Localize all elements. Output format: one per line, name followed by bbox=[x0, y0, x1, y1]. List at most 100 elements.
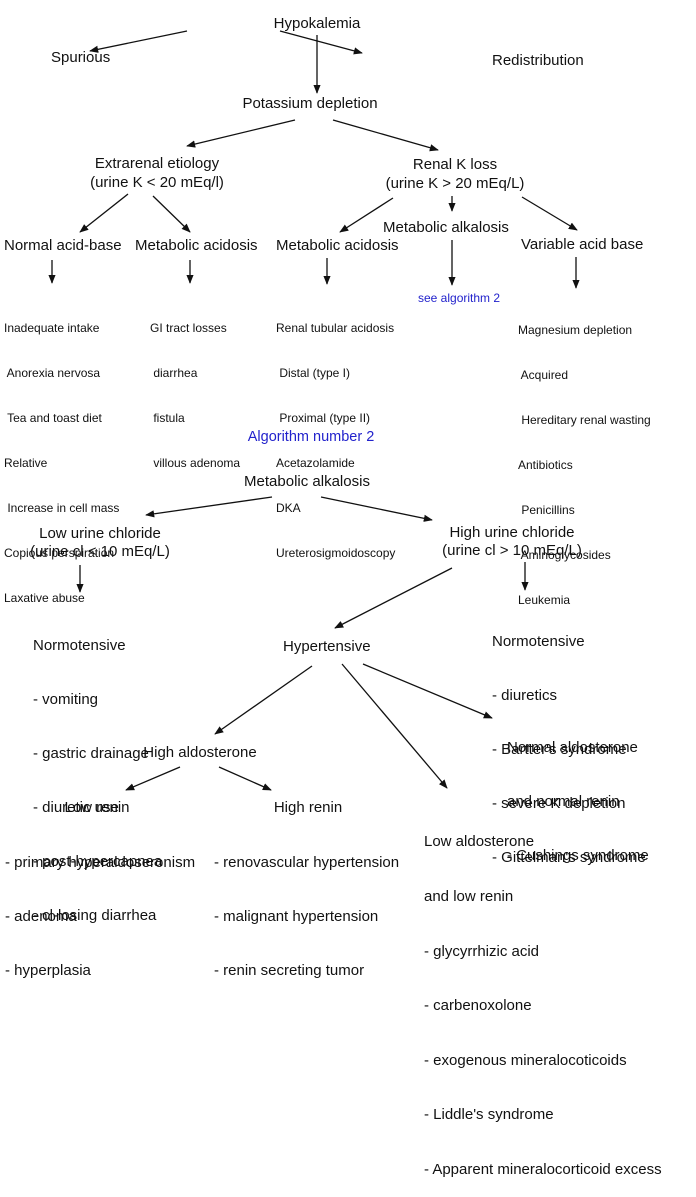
list-item: Laxative abuse bbox=[4, 591, 85, 605]
node-normal-acid-base: Normal acid-base bbox=[4, 237, 122, 254]
list-title: Normotensive bbox=[33, 637, 126, 654]
list-item: Anorexia nervosa bbox=[4, 366, 101, 380]
node-low-aldosterone-renin: Low aldosterone and low renin - glycyrrh… bbox=[424, 797, 662, 1197]
list-renal-acidosis-causes: Renal tubular acidosis Distal (type I) P… bbox=[276, 291, 395, 576]
arrow-alk-high-cl bbox=[320, 496, 433, 522]
list-item: - cl-losing diarrhea bbox=[33, 907, 157, 924]
list-high-renin-causes: - renovascular hypertension - malignant … bbox=[214, 818, 399, 998]
list-item: Antibiotics bbox=[518, 458, 573, 472]
node-renal-criterion: (urine K > 20 mEq/L) bbox=[385, 175, 525, 192]
node-low-renin: Low renin bbox=[64, 799, 130, 816]
list-item: Aminoglycosides bbox=[518, 548, 611, 562]
list-item: Acetazolamide bbox=[276, 456, 355, 470]
node-extrarenal-metabolic-acidosis: Metabolic acidosis bbox=[135, 237, 258, 254]
node-low-chloride-title: Low urine chloride bbox=[39, 525, 161, 542]
list-item: - malignant hypertension bbox=[214, 908, 379, 925]
list-item: - gastric drainage bbox=[33, 745, 149, 762]
arrow-extrarenal-acidosis bbox=[152, 195, 191, 233]
list-low-renin-causes: - primary hyperaldoseronism - adenoma - … bbox=[5, 818, 195, 998]
list-extrarenal-acidosis-causes: GI tract losses diarrhea fistula villous… bbox=[150, 291, 240, 486]
arrow-hyper-normalaldo bbox=[362, 663, 493, 719]
node-high-aldosterone: High aldosterone bbox=[143, 744, 257, 761]
list-item: Inadequate intake bbox=[4, 321, 100, 335]
list-item: Penicillins bbox=[518, 503, 575, 517]
list-item: fistula bbox=[150, 411, 185, 425]
list-item: Magnesium depletion bbox=[518, 323, 633, 337]
list-item: Relative bbox=[4, 456, 48, 470]
list-item: - Gittelman's syndrome bbox=[492, 849, 646, 866]
list-high-chloride-normotensive: Normotensive - diuretics - Bartter's syn… bbox=[492, 597, 646, 885]
arrow-depletion-renal bbox=[332, 119, 439, 152]
list-item: - vomiting bbox=[33, 691, 99, 708]
arrow-layer bbox=[48, 30, 580, 791]
node-low-chloride-criterion: (urine cl < 10 mEq/L) bbox=[30, 543, 170, 560]
list-title: Normotensive bbox=[492, 633, 585, 650]
node-metabolic-alkalosis: Metabolic alkalosis bbox=[244, 473, 370, 490]
list-item: - carbenoxolone bbox=[424, 997, 532, 1015]
arrow-hyper-lowaldo bbox=[341, 663, 448, 789]
node-variable-acid-base: Variable acid base bbox=[521, 236, 644, 253]
list-item: - Liddle's syndrome bbox=[424, 1106, 554, 1124]
list-item: - primary hyperaldoseronism bbox=[5, 854, 196, 871]
node-renal-title: Renal K loss bbox=[412, 156, 498, 173]
see-algorithm-2-link[interactable]: see algorithm 2 bbox=[418, 291, 501, 305]
list-item: - renovascular hypertension bbox=[214, 854, 400, 871]
arrow-hyper-highaldo bbox=[214, 665, 313, 735]
node-normal-aldosterone-renin: Normal aldosterone and normal renin - Cu… bbox=[507, 703, 649, 883]
list-variable-acid-base-causes: Magnesium depletion Acquired Hereditary … bbox=[518, 293, 651, 623]
node-renal-metabolic-alkalosis: Metabolic alkalosis bbox=[383, 219, 509, 236]
node-renal-metabolic-acidosis: Metabolic acidosis bbox=[276, 237, 399, 254]
list-item: - Bartter's syndrome bbox=[492, 741, 627, 758]
node-spurious: Spurious bbox=[51, 49, 111, 66]
list-item: - post-hypercapnea bbox=[33, 853, 163, 870]
list-item: GI tract losses bbox=[150, 321, 227, 335]
list-item: - hyperplasia bbox=[5, 962, 91, 979]
list-item: Tea and toast diet bbox=[4, 411, 102, 425]
list-item: - adenoma bbox=[5, 908, 77, 925]
list-item: DKA bbox=[276, 501, 301, 515]
list-item: - exogenous mineralocoticoids bbox=[424, 1051, 627, 1069]
arrow-highaldo-highrenin bbox=[218, 766, 272, 791]
arrow-highaldo-lowrenin bbox=[125, 766, 181, 791]
algorithm-2-heading: Algorithm number 2 bbox=[247, 429, 375, 445]
node-high-chloride-criterion: (urine cl > 10 mEq/L) bbox=[442, 542, 582, 559]
list-item: - Apparent mineralocorticoid excess bbox=[424, 1161, 662, 1179]
node-hypokalemia: Hypokalemia bbox=[273, 15, 361, 32]
node-hypertensive: Hypertensive bbox=[283, 638, 371, 655]
list-item: Copious perspiration bbox=[4, 546, 115, 560]
list-item: Acquired bbox=[518, 368, 569, 382]
list-item: - diuretic use bbox=[33, 799, 119, 816]
list-item: and normal renin bbox=[507, 793, 620, 810]
list-item: Ureterosigmoidoscopy bbox=[276, 546, 396, 560]
arrow-renal-acidosis bbox=[339, 197, 394, 233]
node-high-chloride-title: High urine chloride bbox=[449, 524, 575, 541]
node-redistribution: Redistribution bbox=[492, 52, 584, 69]
list-item: - renin secreting tumor bbox=[214, 962, 365, 979]
node-extrarenal-criterion: (urine K < 20 mEq/l) bbox=[90, 174, 224, 191]
list-item: Renal tubular acidosis bbox=[276, 321, 395, 335]
arrow-alk-low-cl bbox=[145, 496, 273, 518]
list-item: - Cushings syndrome bbox=[507, 847, 649, 864]
arrow-hypokalemia-spurious bbox=[89, 30, 188, 53]
list-item: - severe K depletion bbox=[492, 795, 626, 812]
list-item: Distal (type I) bbox=[276, 366, 351, 380]
list-item: diarrhea bbox=[150, 366, 198, 380]
node-potassium-depletion: Potassium depletion bbox=[242, 95, 378, 112]
list-item: Increase in cell mass bbox=[4, 501, 120, 515]
node-high-renin: High renin bbox=[273, 799, 343, 816]
arrow-hypokalemia-redistribution bbox=[279, 30, 363, 55]
list-item: villous adenoma bbox=[150, 456, 241, 470]
arrow-extrarenal-normal bbox=[79, 193, 129, 233]
arrow-depletion-extrarenal bbox=[186, 119, 296, 148]
arrow-highcl-hyper bbox=[334, 567, 453, 629]
arrow-renal-variable bbox=[521, 196, 578, 231]
list-item: Proximal (type II) bbox=[276, 411, 371, 425]
node-extrarenal-title: Extrarenal etiology bbox=[94, 155, 220, 172]
list-low-chloride-normotensive: Normotensive - vomiting - gastric draina… bbox=[33, 601, 162, 943]
list-item: - diuretics bbox=[492, 687, 558, 704]
list-item: and low renin bbox=[424, 888, 514, 906]
list-item: Low aldosterone bbox=[424, 833, 535, 851]
list-item: Normal aldosterone bbox=[507, 739, 638, 756]
list-item: - glycyrrhizic acid bbox=[424, 942, 540, 960]
list-item: Leukemia bbox=[518, 593, 571, 607]
